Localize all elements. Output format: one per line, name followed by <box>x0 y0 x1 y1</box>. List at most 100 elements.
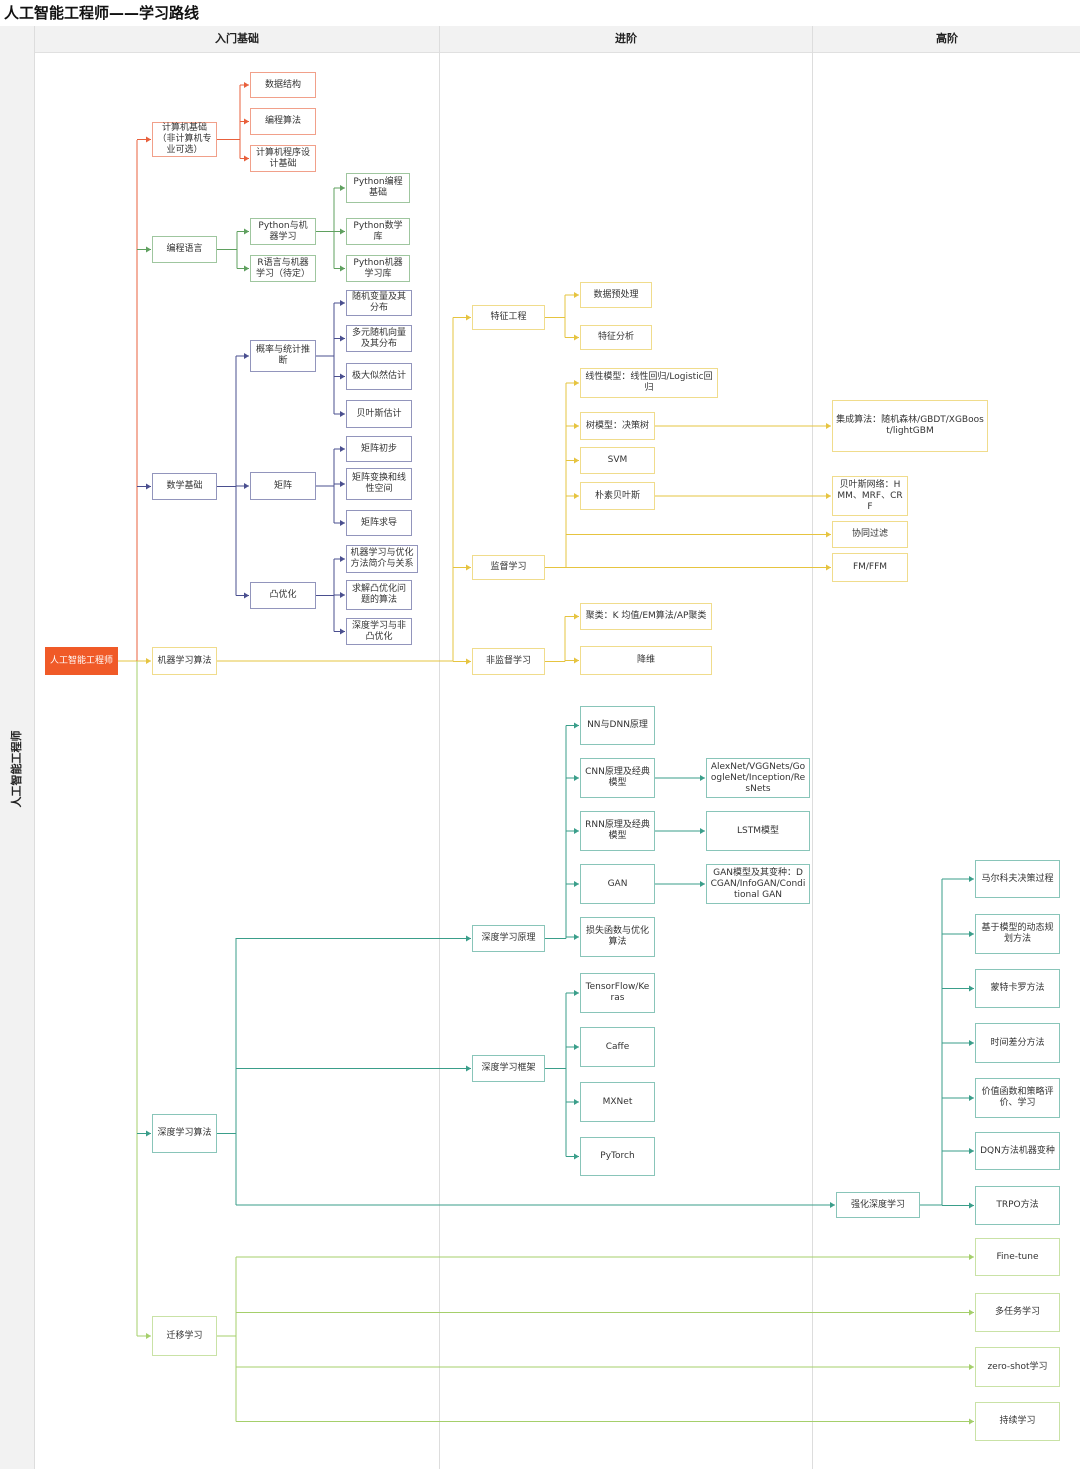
node-rl-trpo: TRPO方法 <box>975 1186 1060 1225</box>
node-cs-ds: 数据结构 <box>250 72 316 98</box>
node-prob-mv: 多元随机向量及其分布 <box>346 325 412 352</box>
node-rl-mdp: 马尔科夫决策过程 <box>975 860 1060 898</box>
arrow-head <box>969 1095 974 1101</box>
node-mat-trans: 矩阵变换和线性空间 <box>346 468 412 500</box>
node-dp-gan: GAN <box>580 864 655 904</box>
node-fw-caffe: Caffe <box>580 1027 655 1067</box>
node-dp-lstm: LSTM模型 <box>706 811 810 851</box>
arrow-head <box>244 82 249 88</box>
arrow-head <box>340 556 345 562</box>
arrow-head <box>826 564 831 571</box>
arrow-head <box>340 228 345 235</box>
node-cs-prog: 计算机程序设计基础 <box>250 145 316 172</box>
node-cvx-rel: 机器学习与优化方法简介与关系 <box>346 545 418 573</box>
node-math: 数学基础 <box>152 473 217 500</box>
arrow-head <box>466 935 471 942</box>
node-sup-bn: 贝叶斯网络：HMM、MRF、CRF <box>832 476 908 516</box>
node-uns-clu: 聚类：K 均值/EM算法/AP聚类 <box>580 603 712 630</box>
arrow-head <box>340 520 345 526</box>
arrow-head <box>969 1148 974 1154</box>
arrow-head <box>466 314 471 321</box>
node-rl-dp: 基于模型的动态规划方法 <box>975 914 1060 954</box>
arrow-head <box>340 592 345 598</box>
node-py-ml: Python机器学习库 <box>346 255 410 282</box>
arrow-head <box>146 1333 151 1339</box>
arrow-head <box>244 353 249 359</box>
arrow-head <box>146 136 151 143</box>
arrow-head <box>969 1364 974 1370</box>
node-sup-lin: 线性模型：线性回归/Logistic回归 <box>580 368 718 398</box>
arrow-head <box>574 657 579 664</box>
arrow-head <box>574 423 579 429</box>
node-dl-fw: 深度学习框架 <box>472 1055 545 1082</box>
column-advanced: 高阶 <box>812 26 1080 1469</box>
arrow-head <box>700 881 705 887</box>
node-cs-alg: 编程算法 <box>250 108 316 135</box>
node-fw-pt: PyTorch <box>580 1137 655 1176</box>
arrow-head <box>574 990 579 996</box>
node-cs: 计算机基础（非计算机专业可选） <box>152 122 217 157</box>
arrow-head <box>826 531 831 538</box>
arrow-head <box>244 483 249 489</box>
node-tl-mt: 多任务学习 <box>975 1293 1060 1332</box>
arrow-head <box>574 613 579 620</box>
arrow-head <box>574 292 579 298</box>
node-rl-td: 时间差分方法 <box>975 1023 1060 1063</box>
node-py-math: Python数学库 <box>346 218 410 245</box>
node-prog: 编程语言 <box>152 236 217 263</box>
node-prob-bayes: 贝叶斯估计 <box>346 400 412 428</box>
arrow-head <box>969 1418 974 1425</box>
arrow-head <box>340 265 345 272</box>
arrow-head <box>969 1309 974 1316</box>
arrow-head <box>466 1065 471 1072</box>
arrow-head <box>574 775 579 781</box>
arrow-head <box>969 876 974 882</box>
node-rl-vf: 价值函数和策略评价、学习 <box>975 1078 1060 1118</box>
node-math-cvx: 凸优化 <box>250 582 316 609</box>
arrow-head <box>244 592 249 599</box>
arrow-head <box>146 658 151 664</box>
node-ml-fe: 特征工程 <box>472 305 545 330</box>
arrow-head <box>146 483 151 490</box>
arrow-head <box>340 446 345 452</box>
arrow-head <box>340 185 345 191</box>
node-tl-ft: Fine-tune <box>975 1238 1060 1276</box>
arrow-head <box>574 1099 579 1105</box>
node-rl-dqn: DQN方法机器变种 <box>975 1132 1060 1170</box>
arrow-head <box>574 493 579 499</box>
arrow-head <box>340 335 345 342</box>
node-ml-sup: 监督学习 <box>472 555 545 580</box>
arrow-head <box>574 1044 579 1050</box>
node-cvx-dl: 深度学习与非凸优化 <box>346 618 412 645</box>
arrow-head <box>340 373 345 380</box>
column-intermediate: 进阶 <box>439 26 812 1469</box>
arrow-head <box>830 1202 835 1208</box>
arrow-head <box>574 457 579 464</box>
arrow-head <box>969 985 974 992</box>
arrow-head <box>969 1202 974 1209</box>
arrow-head <box>340 411 345 417</box>
node-ml-unsup: 非监督学习 <box>472 648 545 675</box>
arrow-head <box>826 493 831 499</box>
arrow-head <box>826 423 831 429</box>
arrow-head <box>574 881 579 887</box>
arrow-head <box>574 1153 579 1160</box>
arrow-head <box>574 934 579 940</box>
arrow-head <box>969 931 974 937</box>
arrow-head <box>700 828 705 834</box>
arrow-head <box>244 118 249 125</box>
node-dl-rl: 强化深度学习 <box>836 1192 920 1218</box>
arrow-head <box>574 722 579 729</box>
node-dp-nn: NN与DNN原理 <box>580 706 655 745</box>
node-tl: 迁移学习 <box>152 1316 217 1356</box>
node-prob-rv: 随机变量及其分布 <box>346 290 412 316</box>
node-fw-mx: MXNet <box>580 1082 655 1122</box>
node-dp-loss: 损失函数与优化算法 <box>580 917 655 957</box>
node-mat-basic: 矩阵初步 <box>346 436 412 462</box>
node-py-basic: Python编程基础 <box>346 173 410 203</box>
node-rl-mc: 蒙特卡罗方法 <box>975 969 1060 1008</box>
arrow-head <box>466 564 471 571</box>
node-math-prob: 概率与统计推断 <box>250 340 316 372</box>
arrow-head <box>466 658 471 665</box>
